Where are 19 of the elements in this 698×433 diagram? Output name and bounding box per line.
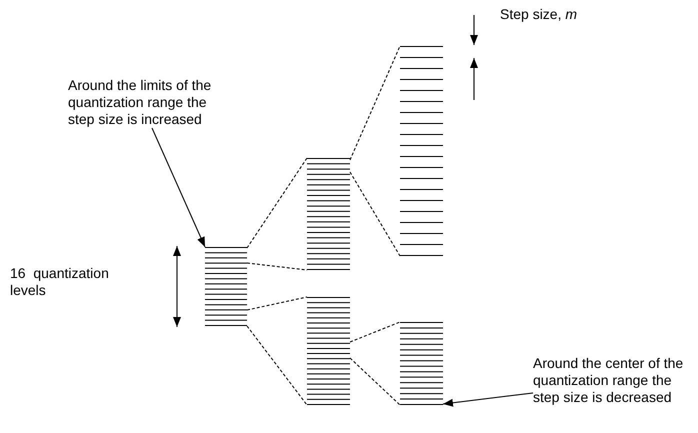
annotation-text: Around the center of the quantization range the step size is decreased — [533, 355, 695, 406]
quantization-levels-drawing — [400, 46, 443, 256]
connector-line — [350, 358, 400, 406]
quantization-levels-drawing — [307, 297, 350, 405]
connector-line — [246, 326, 308, 406]
quantization-levels-drawing — [307, 158, 350, 270]
dimension-label: 16 quantization levels — [10, 265, 110, 299]
connector-line — [246, 262, 308, 270]
arrow — [442, 392, 534, 407]
annotation-text: Around the limits of the quantization range the step size is increased — [68, 77, 228, 128]
quantization-levels-drawing — [205, 247, 247, 326]
connector-line — [246, 158, 308, 248]
connector-line — [246, 296, 308, 310]
connector-line — [350, 46, 400, 160]
connector-line — [350, 322, 400, 342]
quantization-levels-drawing — [400, 322, 443, 405]
connector-line — [350, 172, 400, 256]
dimension-label: Step size, m — [500, 6, 578, 23]
arrow — [152, 128, 206, 248]
